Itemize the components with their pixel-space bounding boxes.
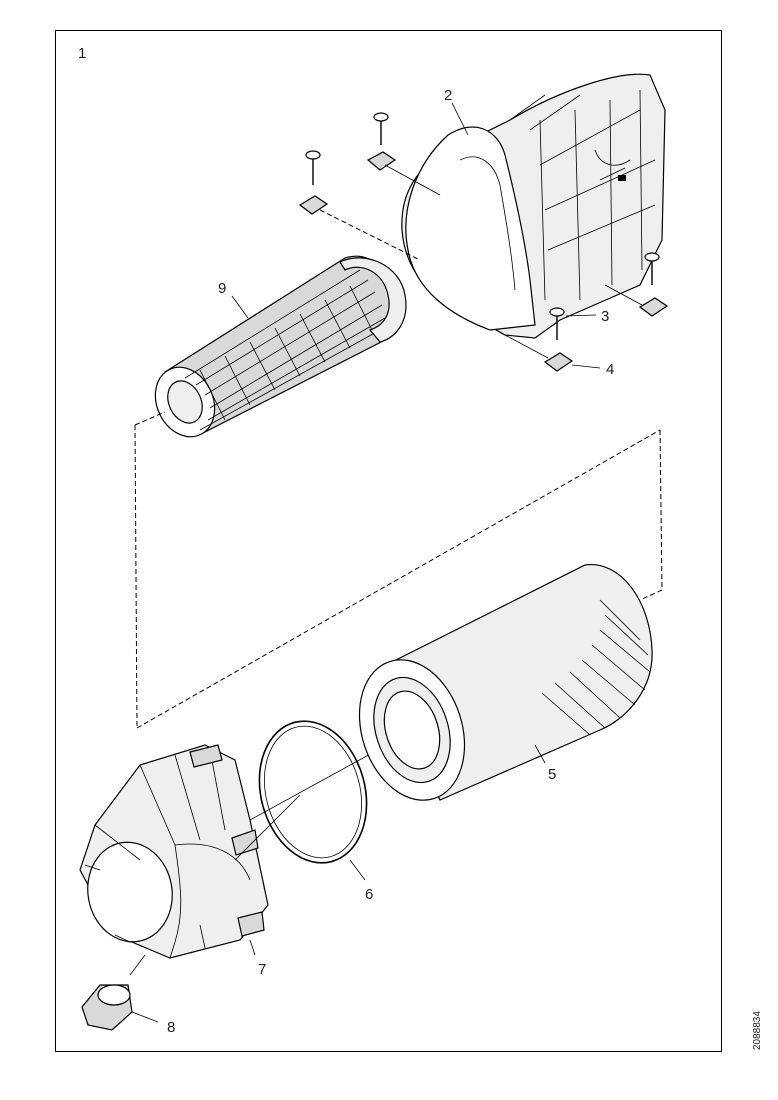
clip-nut: [298, 195, 329, 215]
figure-number: 1: [78, 45, 86, 62]
callout-5: 5: [548, 766, 556, 783]
callout-3: 3: [601, 308, 609, 325]
latch-clip: [231, 829, 259, 856]
bolt-head: [644, 252, 660, 262]
bolt-head: [305, 150, 321, 160]
bolt-head: [373, 112, 389, 122]
end-cover: [79, 744, 301, 959]
housing-label-plate: [618, 175, 626, 181]
callout-6: 6: [365, 886, 373, 903]
latch-clip: [189, 744, 223, 768]
callout-9: 9: [218, 280, 226, 297]
callout-8: 8: [167, 1019, 175, 1036]
callout-7: 7: [258, 961, 266, 978]
bolt-head: [549, 307, 565, 317]
clip-nut: [543, 352, 574, 372]
callout-2: 2: [444, 87, 452, 104]
clip-nut: [638, 297, 669, 317]
bolt-and-nut-set: [298, 112, 669, 372]
seal-ring: [258, 720, 368, 864]
callout-4: 4: [606, 361, 614, 378]
main-filter-element: [358, 564, 653, 801]
clip-nut: [366, 151, 397, 171]
leader-lines: [131, 102, 601, 1023]
safety-filter-element: [154, 255, 407, 438]
dust-valve: [81, 954, 146, 1031]
drawing-frame: [55, 30, 722, 1052]
latch-clip: [237, 911, 265, 937]
drawing-reference-code: 2088834: [752, 1011, 763, 1050]
air-filter-housing: [401, 73, 666, 339]
